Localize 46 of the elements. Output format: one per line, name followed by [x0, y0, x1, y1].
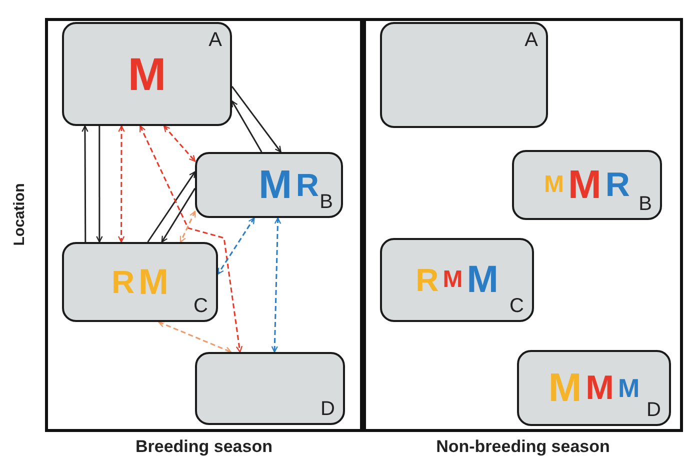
location-box [517, 350, 671, 426]
species-letter: M [544, 173, 564, 197]
location-letter: A [208, 30, 222, 50]
arrow [231, 86, 282, 153]
arrow [147, 171, 196, 242]
location-box [62, 242, 218, 322]
species-letter: R [416, 264, 439, 296]
location-letter: B [638, 194, 652, 214]
axis-label: Location [10, 183, 28, 246]
arrow [161, 188, 196, 243]
arrow [231, 100, 262, 152]
species-letter: M [138, 264, 169, 300]
arrow [118, 125, 125, 243]
arrow [180, 210, 196, 243]
panel-heading: Non-breeding season [436, 437, 610, 457]
location-box [512, 150, 662, 220]
location-box [195, 352, 345, 425]
species-letter: M [618, 375, 640, 401]
arrow [163, 125, 196, 162]
species-letter: M [442, 268, 463, 292]
species-letter: R [605, 168, 630, 202]
arrow [96, 126, 103, 243]
location-box [195, 152, 343, 218]
location-box [62, 22, 232, 126]
arrow [271, 217, 282, 353]
species-letter: R [296, 169, 319, 201]
location-letter: A [524, 30, 538, 50]
location-letter: B [320, 192, 333, 212]
arrow [158, 321, 232, 353]
species-letter: M [128, 51, 166, 97]
arrow [139, 125, 243, 353]
species-letter: R [111, 266, 135, 298]
location-box [380, 22, 548, 128]
location-letter: C [510, 296, 524, 316]
species-letter: M [466, 261, 498, 299]
arrow [82, 125, 88, 242]
species-letter: M [586, 371, 614, 405]
location-letter: C [194, 296, 208, 316]
species-letter: M [548, 368, 582, 408]
location-box [380, 238, 534, 322]
location-letter: D [646, 400, 661, 420]
species-letter: M [568, 165, 602, 205]
panel-heading: Breeding season [136, 437, 272, 457]
location-letter: D [320, 399, 335, 419]
species-letter: M [258, 165, 292, 205]
arrow [217, 217, 255, 275]
